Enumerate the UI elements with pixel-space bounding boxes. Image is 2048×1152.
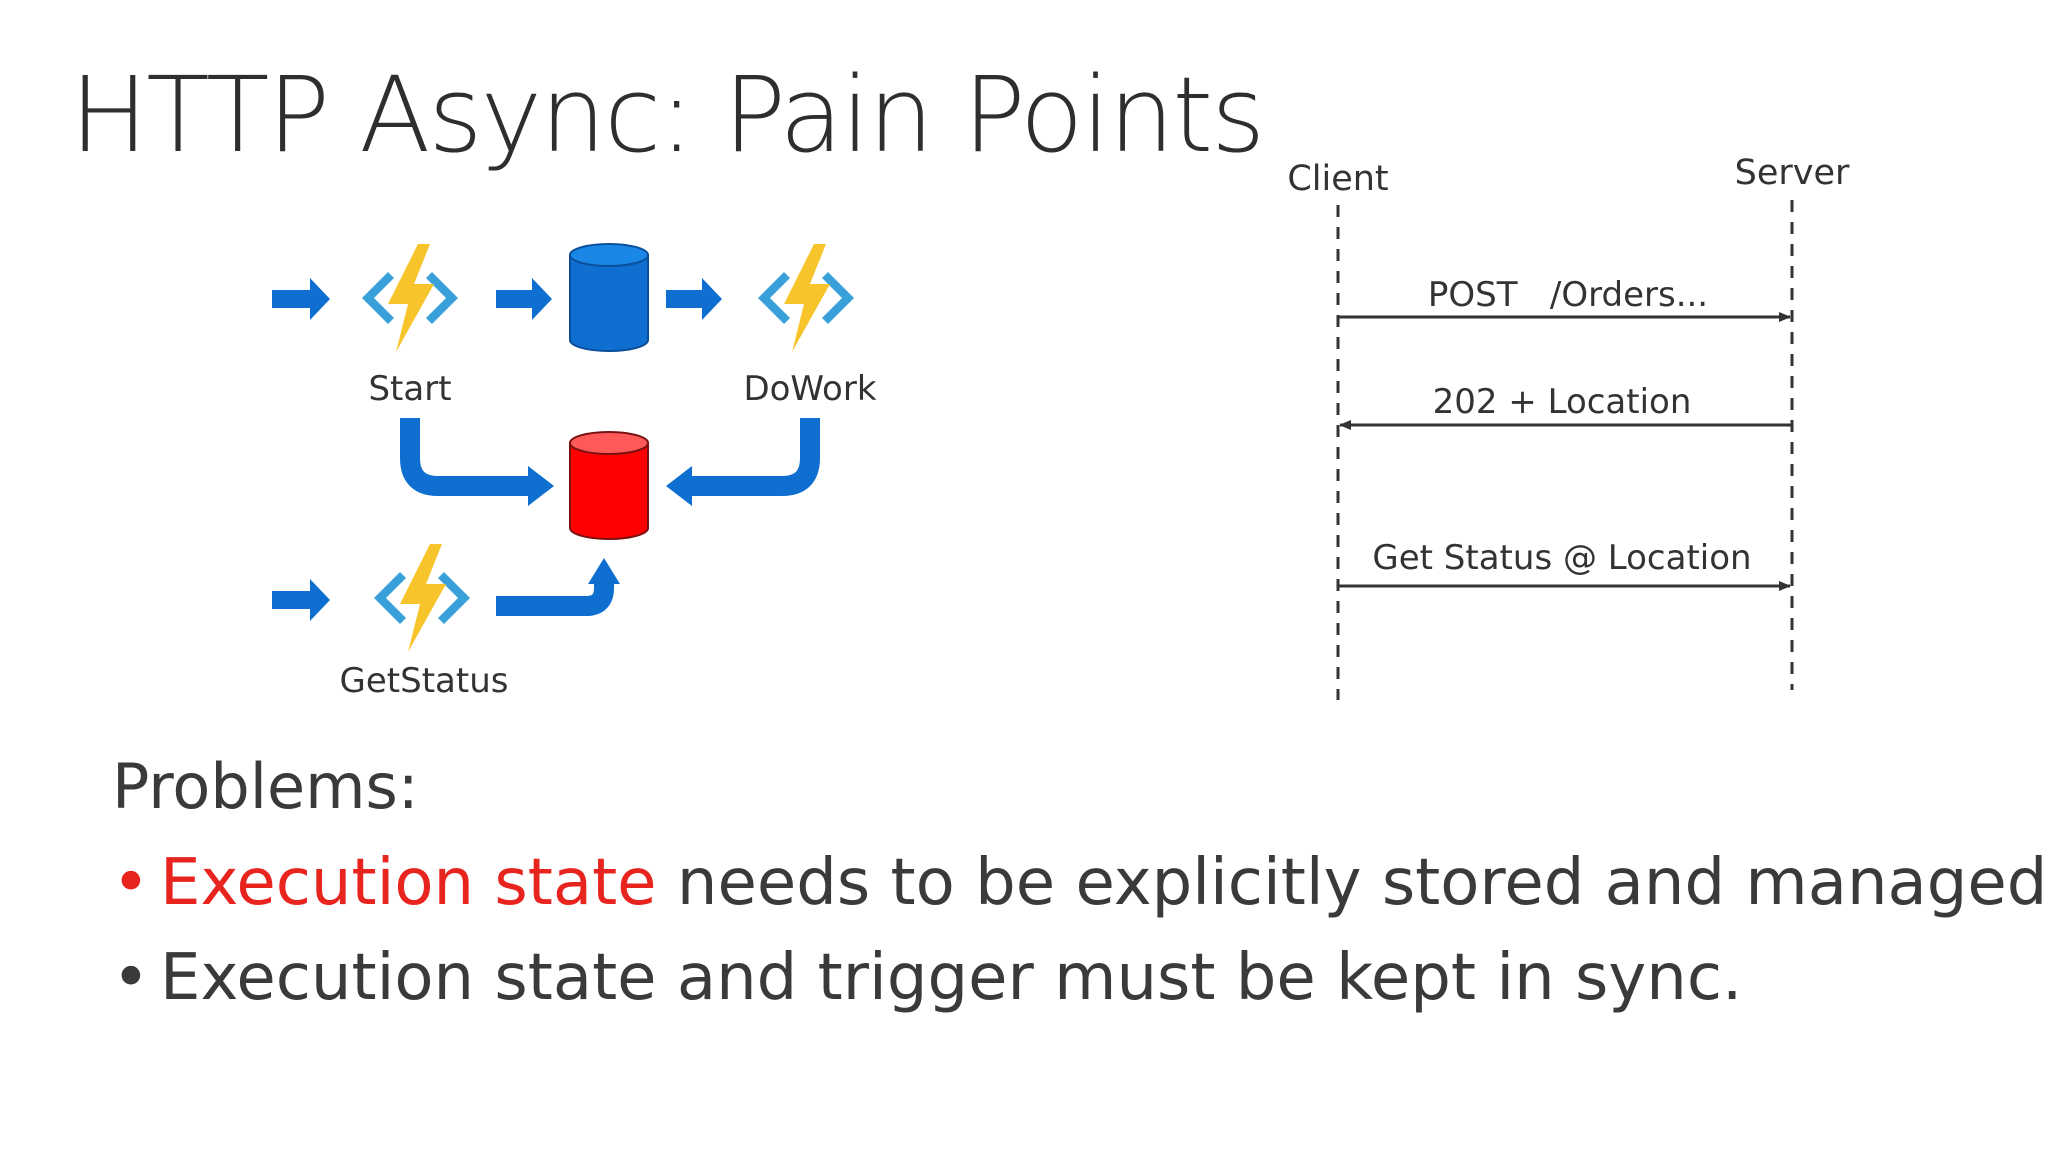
message-post-orders-label: POST /Orders...: [1428, 275, 1708, 315]
message-202-location-label: 202 + Location: [1433, 382, 1692, 422]
bullet-dot: •: [112, 940, 150, 1015]
problems-heading: Problems:: [112, 750, 419, 823]
problem-highlight: Execution state: [160, 846, 657, 920]
problems-list: •Execution state needs to be explicitly …: [112, 845, 2048, 1035]
sequence-diagram: Client Server POST /Orders... 202 + Loca…: [1287, 153, 1850, 700]
getstatus-label: GetStatus: [340, 661, 509, 701]
input-arrow-getstatus: [272, 579, 330, 621]
client-label: Client: [1287, 159, 1388, 199]
problem-text: needs to be explicitly stored and manage…: [656, 846, 2048, 920]
message-get-status-label: Get Status @ Location: [1372, 538, 1751, 578]
start-label: Start: [368, 369, 451, 409]
arrow-db-to-dowork: [666, 278, 722, 320]
problem-item: •Execution state and trigger must be kep…: [112, 940, 2048, 1017]
azure-function-getstatus-icon: [374, 544, 470, 652]
azure-function-start-icon: [362, 244, 458, 352]
dowork-label: DoWork: [743, 369, 876, 409]
input-arrow-start: [272, 278, 330, 320]
arrow-dowork-to-state-db: [666, 418, 820, 506]
problem-item: •Execution state needs to be explicitly …: [112, 845, 2048, 922]
arrow-start-to-db: [496, 278, 552, 320]
arrow-start-to-state-db: [400, 418, 554, 506]
red-database-icon: [569, 431, 649, 540]
server-label: Server: [1735, 153, 1850, 193]
slide-title: HTTP Async: Pain Points: [70, 54, 1265, 176]
azure-function-dowork-icon: [758, 244, 854, 352]
blue-database-icon: [569, 243, 649, 352]
problem-text: Execution state and trigger must be kept…: [160, 940, 1743, 1015]
arrow-getstatus-to-state-db: [496, 558, 620, 616]
bullet-dot: •: [112, 846, 150, 920]
